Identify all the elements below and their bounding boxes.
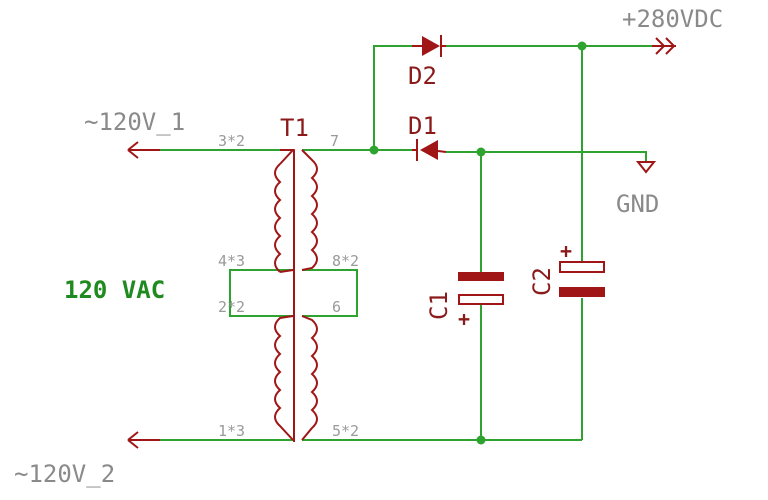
pin-label-4: 4*3 bbox=[218, 252, 245, 270]
pin-label-3: 3*2 bbox=[218, 132, 245, 150]
pin-label-1: 1*3 bbox=[218, 422, 245, 440]
ref-label-d1: D1 bbox=[408, 112, 437, 140]
junction-dot bbox=[476, 435, 486, 445]
capacitor-c2 bbox=[559, 261, 605, 297]
ref-label-c1: C1 bbox=[425, 291, 453, 320]
wire-d2-branch bbox=[373, 45, 412, 150]
ref-label-c2: C2 bbox=[528, 267, 556, 296]
input-arrow-1 bbox=[127, 141, 160, 159]
pin-label-5: 5*2 bbox=[332, 422, 359, 440]
net-label-280vdc: +280VDC bbox=[622, 5, 723, 33]
wire-secondary-jumper bbox=[302, 269, 358, 317]
pin-label-6: 6 bbox=[332, 298, 341, 316]
pin-label-7: 7 bbox=[330, 132, 339, 150]
net-label-gnd: GND bbox=[616, 190, 659, 218]
net-label-120v-1: ~120V_1 bbox=[84, 108, 185, 136]
polarity-plus-c2: + bbox=[560, 239, 572, 263]
ref-label-d2: D2 bbox=[408, 62, 437, 90]
label-120-vac: 120 VAC bbox=[64, 276, 165, 304]
transformer-t1 bbox=[274, 149, 318, 442]
diode-d2 bbox=[412, 35, 446, 57]
pin-label-8: 8*2 bbox=[332, 252, 359, 270]
polarity-plus-c1: + bbox=[458, 307, 470, 331]
wires bbox=[128, 45, 652, 441]
input-arrow-2 bbox=[127, 431, 160, 449]
gnd-symbol bbox=[635, 161, 657, 174]
junctions bbox=[369, 41, 587, 445]
junction-dot bbox=[369, 145, 379, 155]
ref-label-t1: T1 bbox=[280, 114, 309, 142]
capacitor-c1 bbox=[458, 272, 504, 305]
net-label-120v-2: ~120V_2 bbox=[14, 460, 115, 488]
diode-d1 bbox=[412, 139, 447, 161]
dc-output-arrow bbox=[652, 37, 676, 55]
wire-gnd-rail bbox=[446, 151, 647, 162]
junction-dot bbox=[476, 147, 486, 157]
pin-label-2: 2*2 bbox=[218, 298, 245, 316]
wire-primary-jumper bbox=[229, 269, 293, 317]
junction-dot bbox=[577, 41, 587, 51]
